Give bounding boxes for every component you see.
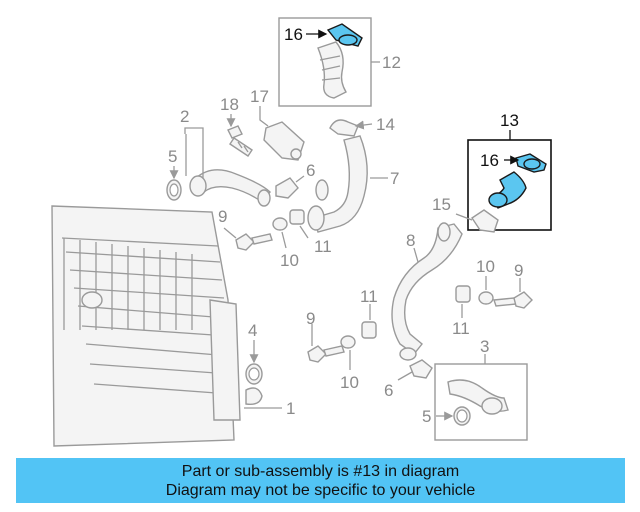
bracket-part-6-upper[interactable] [275,177,299,199]
leader-17 [259,106,269,127]
callout-5-lower: 5 [422,407,431,426]
callout-11-upper: 11 [314,237,332,256]
callout-16-top: 16 [284,25,303,44]
callout-13: 13 [500,111,519,130]
bolt-part-9-lower[interactable] [307,345,345,363]
hose-part-13[interactable] [488,171,527,209]
callout-10-lower: 10 [340,373,359,392]
leader-2-bracket [184,127,204,134]
hose-part-3[interactable] [447,379,509,415]
pipe-part-8[interactable] [391,222,463,361]
washer-part-10-upper[interactable] [272,217,288,231]
leader-14 [354,120,373,130]
clamp-part-16-top[interactable] [326,23,363,47]
leader-6b [397,371,413,381]
pipe-part-7[interactable] [307,135,368,233]
hose-part-12[interactable] [317,41,347,99]
callout-12: 12 [382,53,401,72]
callout-5-left: 5 [168,147,177,166]
callout-11-right: 11 [452,319,470,338]
leader-11a [299,225,309,239]
callout-14: 14 [376,115,395,134]
callout-6-lower: 6 [384,381,393,400]
o-ring-part-5-left[interactable] [166,179,182,201]
bracket-part-6-lower[interactable] [409,359,433,379]
callout-10-right: 10 [476,257,495,276]
info-banner: Part or sub-assembly is #13 in diagram D… [16,458,625,503]
callout-16-right: 16 [480,151,499,170]
o-ring-part-4[interactable] [245,363,263,385]
o-ring-part-5-lower[interactable] [453,406,471,426]
callout-15: 15 [432,195,451,214]
grommet-part-11-lower[interactable] [361,321,377,339]
leader-9a [223,227,237,239]
sensor-part-18[interactable] [227,125,253,157]
leader-8 [413,247,419,263]
clamp-part-16-right[interactable] [515,153,547,173]
callout-4: 4 [248,321,257,340]
callout-17: 17 [250,87,269,106]
hose-part-2[interactable] [189,169,271,207]
bracket-part-14[interactable] [329,119,359,137]
callout-2: 2 [180,107,189,126]
intercooler-part-1[interactable] [51,205,282,447]
bolt-part-9-right[interactable] [493,291,533,309]
leader-6a [295,175,305,183]
callout-1: 1 [286,399,295,418]
callout-10-upper: 10 [280,251,299,270]
callout-9-lower: 9 [306,309,315,328]
bolt-part-9-upper[interactable] [235,233,273,251]
callout-8: 8 [406,231,415,250]
sensor-part-17[interactable] [263,121,305,161]
callout-11-lower: 11 [360,287,378,306]
callout-9-upper: 9 [218,207,227,226]
callout-9-right: 9 [514,261,523,280]
grommet-part-11-right[interactable] [455,285,471,303]
part-3-frame [434,363,528,441]
info-line-1: Part or sub-assembly is #13 in diagram [181,462,460,480]
bracket-part-15[interactable] [471,209,499,233]
info-line-2: Diagram may not be specific to your vehi… [165,481,476,499]
callout-3: 3 [480,337,489,356]
leader-15 [455,213,473,221]
grommet-part-11-upper[interactable] [289,209,305,225]
callout-6-upper: 6 [306,161,315,180]
callout-18: 18 [220,95,239,114]
callout-7: 7 [390,169,399,188]
leader-10a [281,231,287,249]
parts-diagram: 1 2 3 4 5 5 6 6 7 8 9 9 9 10 10 10 11 11… [51,17,552,447]
washer-part-10-lower[interactable] [340,335,356,349]
washer-part-10-right[interactable] [478,291,494,305]
